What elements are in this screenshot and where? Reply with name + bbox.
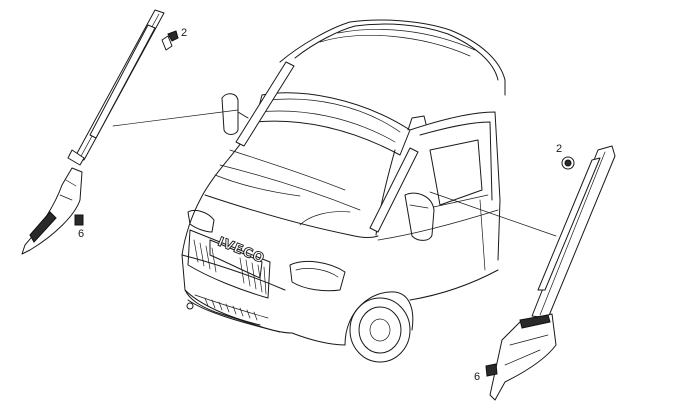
left-a-pillar-trim (21, 9, 165, 255)
callout-clip-top-left: 2 (181, 27, 188, 39)
clip-top-left (161, 30, 179, 51)
vehicle-brand-badge: IVECO (215, 235, 266, 267)
callout-clip-bottom-left: 6 (78, 228, 85, 240)
clip-right (561, 156, 575, 170)
right-a-pillar-trim (485, 145, 616, 401)
callout-clip-right: 2 (556, 143, 563, 155)
callout-clip-bottom-right: 6 (474, 371, 481, 383)
van-body: IVECO (181, 19, 506, 363)
installed-pillar-trims (235, 61, 419, 233)
leader-lines (112, 109, 557, 237)
